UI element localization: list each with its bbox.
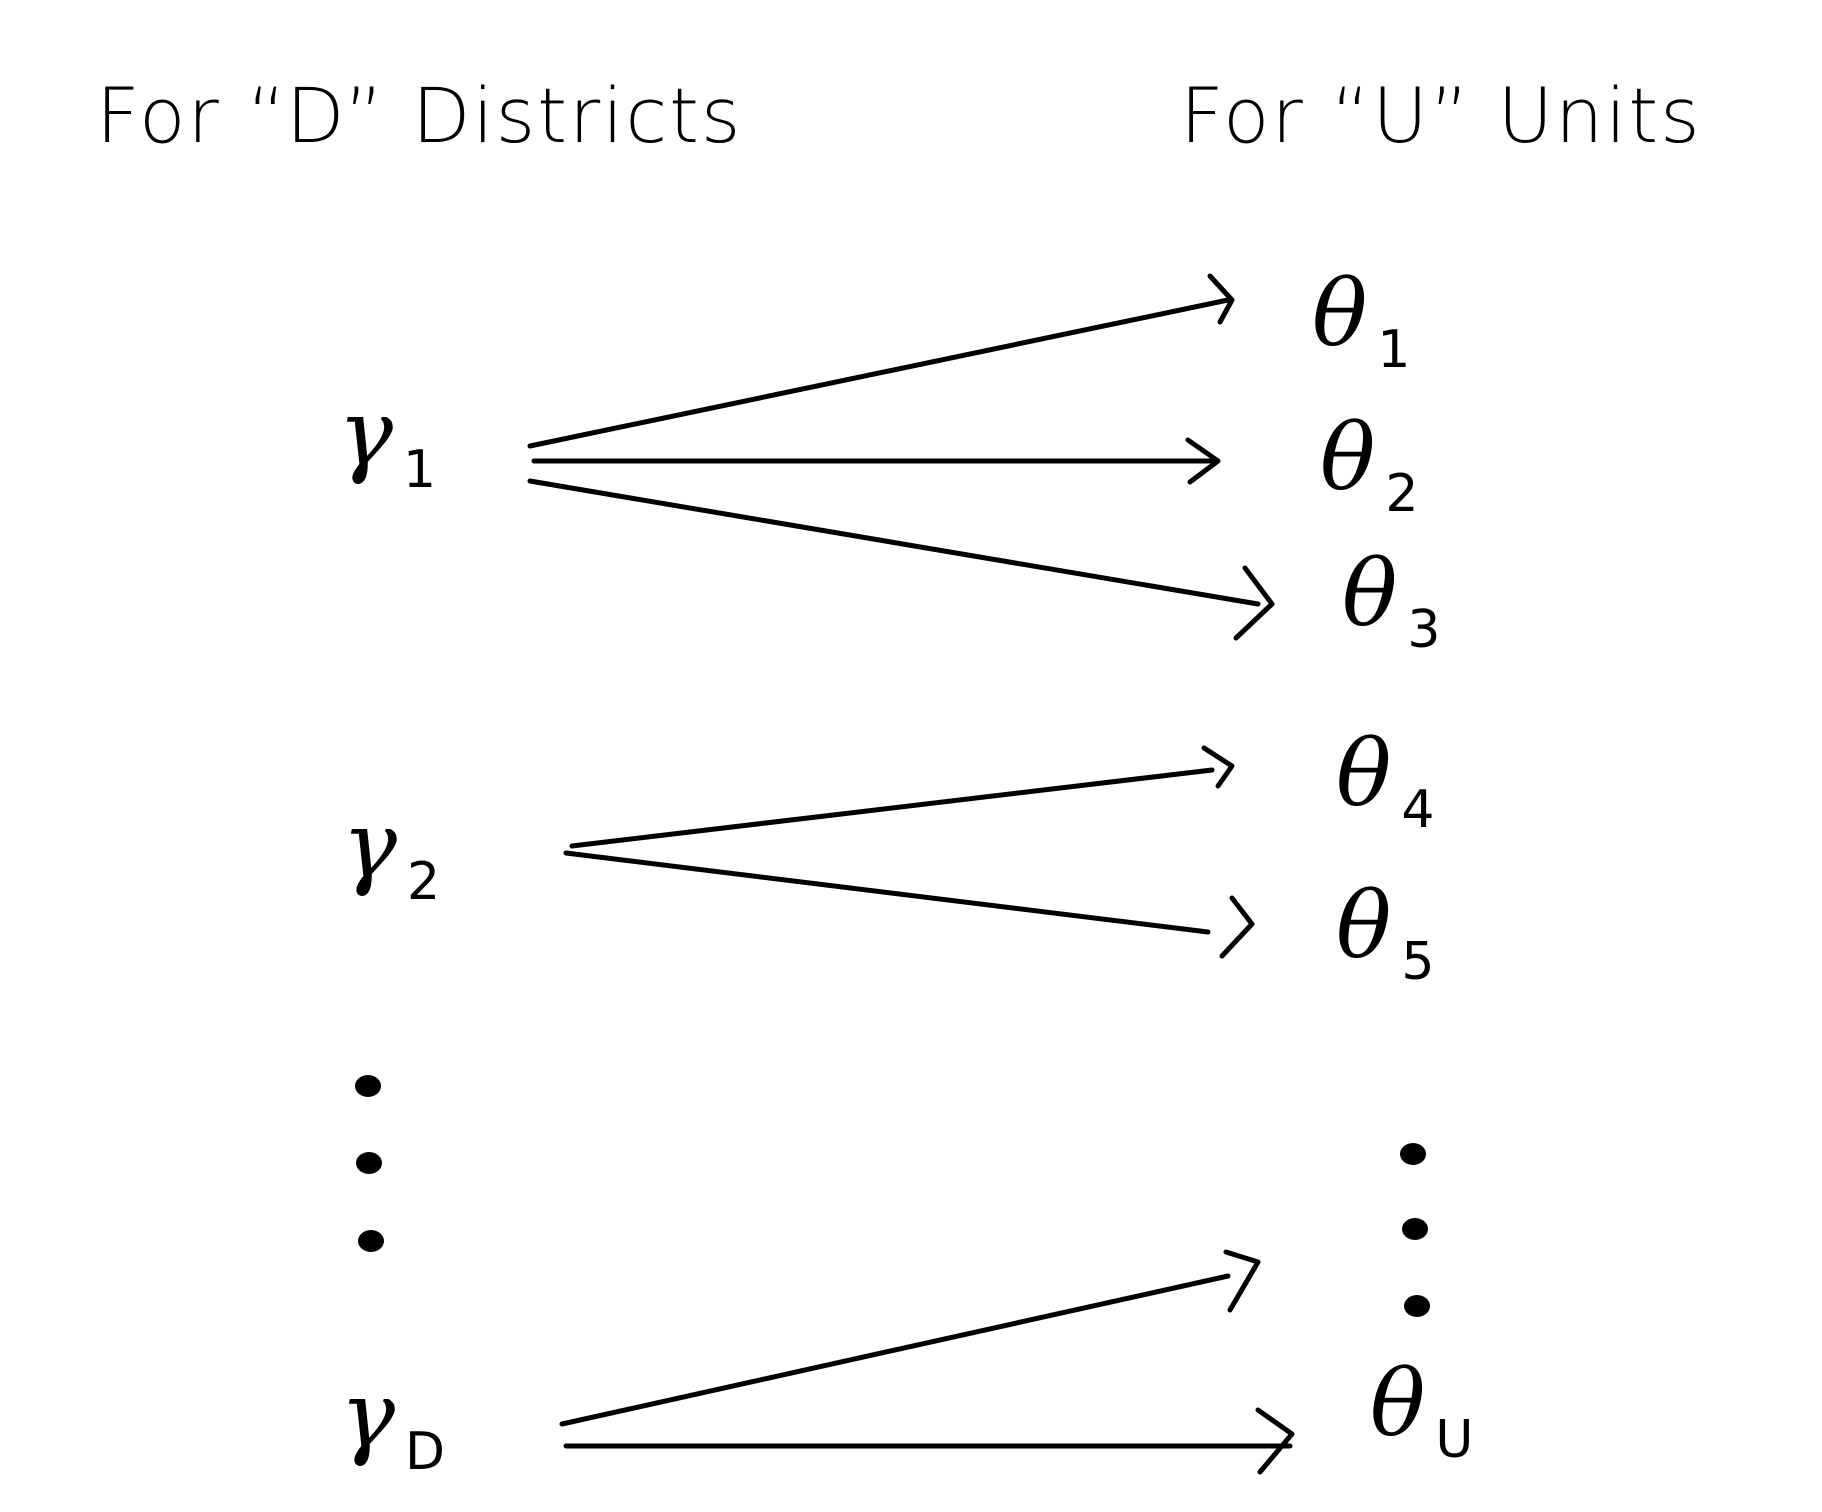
unit-ellipsis-dot xyxy=(1402,1218,1428,1240)
unit-symbol: θ xyxy=(1320,404,1376,511)
arrowhead-icon xyxy=(1233,565,1275,641)
arrow-districtD-to-ellipsis xyxy=(559,1273,1231,1427)
unit-subscript: 1 xyxy=(1377,320,1411,380)
district-subscript: 2 xyxy=(406,852,441,912)
arrow-group xyxy=(527,273,1295,1475)
district-subscript: D xyxy=(404,1422,446,1482)
unit-symbol: θ xyxy=(1336,872,1392,979)
district-symbol: γ xyxy=(340,1362,395,1469)
arrowhead-icon xyxy=(1207,273,1235,325)
unit-symbol: θ xyxy=(1370,1350,1426,1457)
arrow-district2-to-unit5 xyxy=(563,850,1211,935)
unit-subscript: 5 xyxy=(1401,932,1435,992)
arrowhead-icon xyxy=(1201,745,1235,789)
arrowhead-icon xyxy=(1185,437,1221,485)
unit-symbol: θ xyxy=(1336,720,1392,827)
unit-subscript: 4 xyxy=(1401,780,1435,840)
arrowhead-icon xyxy=(1223,1249,1261,1313)
unit-symbol: θ xyxy=(1312,260,1368,367)
header-units: For “U” Units xyxy=(1180,71,1702,160)
unit-subscript: 3 xyxy=(1407,600,1441,660)
arrowhead-icon xyxy=(1219,895,1255,959)
arrow-district1-to-unit3 xyxy=(527,478,1261,607)
arrowhead-icon xyxy=(1255,1407,1295,1475)
arrow-district1-to-unit1 xyxy=(527,297,1231,449)
unit-subscript: U xyxy=(1435,1410,1474,1470)
district-symbol: γ xyxy=(342,792,397,899)
district-ellipsis-dot xyxy=(356,1152,382,1174)
unit-symbol: θ xyxy=(1342,540,1398,647)
unit-ellipsis-dot xyxy=(1404,1295,1430,1317)
district-symbol: γ xyxy=(338,380,393,487)
unit-subscript: 2 xyxy=(1385,464,1419,524)
arrow-district2-to-unit4 xyxy=(569,767,1215,849)
header-districts: For “D” Districts xyxy=(96,71,743,160)
district-subscript: 1 xyxy=(402,440,437,500)
district-ellipsis-dot xyxy=(355,1075,381,1097)
district-ellipsis-dot xyxy=(358,1230,384,1252)
unit-ellipsis-dot xyxy=(1400,1143,1426,1165)
